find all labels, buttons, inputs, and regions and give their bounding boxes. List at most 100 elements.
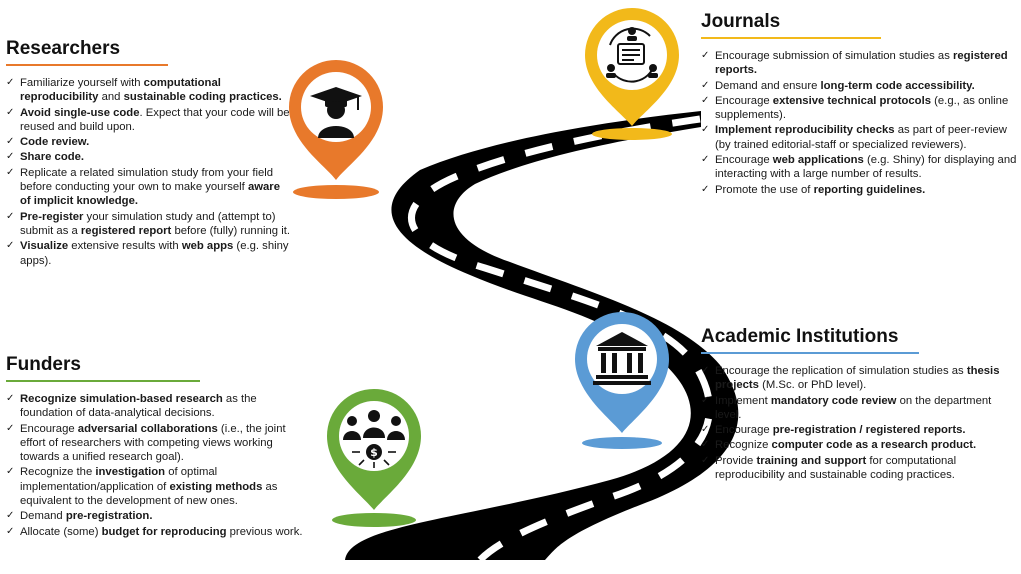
checklist-item: Encourage extensive technical protocols … [701, 94, 1019, 123]
checklist-item: Promote the use of reporting guidelines. [701, 183, 1019, 198]
bold-text: existing methods [169, 480, 263, 493]
bold-text: Recognize simulation-based research [20, 393, 223, 405]
bold-text: Pre-register [20, 210, 84, 223]
group-dollar-icon [343, 410, 405, 460]
item-text: Demand [20, 510, 66, 523]
item-text: and [98, 91, 124, 104]
item-text: (e.g. Shiny) for displaying and interact… [715, 154, 1017, 181]
checklist-item: Encourage submission of simulation studi… [701, 49, 1019, 78]
bold-text: Visualize [20, 240, 69, 253]
bold-text: pre-registration. [65, 510, 153, 523]
checklist-item: Allocate (some) budget for reproducing p… [6, 525, 306, 540]
researchers-title: Researchers [6, 38, 168, 66]
researchers-marker [289, 60, 383, 199]
bold-text: computer code as a research product. [771, 439, 977, 452]
bold-text: web apps [181, 240, 234, 253]
checklist-item: Encourage adversarial collaborations (i.… [6, 422, 306, 465]
item-text: as part of peer-review (by trained edito… [715, 124, 1007, 151]
bold-text: long-term code accessibility. [820, 79, 975, 92]
item-text: extensive results with [68, 240, 182, 253]
graduate-cap-person-icon [310, 87, 362, 138]
funders-marker-shadow [332, 513, 416, 527]
checklist-item: Avoid single-use code. Expect that your … [6, 106, 291, 135]
journals-panel: Journals Encourage submission of simulat… [701, 11, 1019, 198]
bold-text: pre-registration / registered reports. [772, 424, 966, 437]
bold-text: training and support [756, 454, 867, 467]
item-text: before (fully) running it. [171, 224, 290, 237]
bold-text: registered reports. [715, 50, 1008, 77]
funders-list: Recognize simulation-based research as t… [6, 392, 306, 539]
item-text: Encourage [20, 422, 78, 435]
journals-title: Journals [701, 11, 881, 39]
checklist-item: Recognize computer code as a research pr… [701, 438, 1017, 453]
item-text: Encourage the replication of simulation … [715, 365, 967, 377]
academic-marker [575, 312, 669, 449]
item-text: (i.e., the joint effort of researchers w… [20, 422, 286, 464]
bold-text: reporting guidelines. [813, 183, 926, 196]
item-text: (e.g. shiny apps). [20, 240, 289, 267]
researchers-list: Familiarize yourself with computational … [6, 76, 291, 268]
institution-building-icon [593, 332, 651, 385]
journals-marker-shadow [592, 128, 672, 140]
checklist-item: Demand pre-registration. [6, 509, 306, 524]
checklist-item: Demand and ensure long-term code accessi… [701, 79, 1019, 94]
academic-title: Academic Institutions [701, 326, 919, 354]
item-text: of optimal implementation/application of [20, 466, 218, 493]
bold-text: computational reproducibility [20, 77, 221, 104]
bold-text: adversarial collaborations [77, 422, 218, 435]
item-text: . Expect that your code will be reused a… [20, 106, 290, 133]
item-text: previous work. [226, 525, 303, 538]
checklist-item: Recognize the investigation of optimal i… [6, 465, 306, 508]
item-text: (e.g., as online supplements). [715, 94, 1009, 122]
checklist-item: Replicate a related simulation study fro… [6, 166, 291, 209]
checklist-item: Provide training and support for computa… [701, 454, 1017, 483]
checklist-item: Visualize extensive results with web app… [6, 239, 291, 268]
bold-text: Avoid single-use code [20, 106, 140, 119]
checklist-item: Familiarize yourself with computational … [6, 76, 291, 105]
bold-text: Implement reproducibility checks [715, 124, 895, 137]
item-text: Demand and ensure [715, 79, 821, 92]
item-text: Promote the use of [715, 183, 814, 196]
checklist-item: Encourage web applications (e.g. Shiny) … [701, 153, 1019, 182]
bold-text: thesis projects [715, 365, 1000, 392]
item-text: as equivalent to the development of new … [20, 480, 278, 508]
item-text: Recognize the [20, 466, 96, 479]
item-text: Familiarize yourself with [20, 77, 144, 89]
funders-panel: Funders Recognize simulation-based resea… [6, 354, 306, 540]
checklist-item: Code review. [6, 135, 291, 150]
bold-text: aware of implicit knowledge. [20, 181, 280, 208]
item-text: for computational reproducibility and su… [715, 454, 957, 482]
bold-text: sustainable coding practices. [123, 91, 282, 104]
checklist-item: Encourage the replication of simulation … [701, 364, 1017, 393]
checklist-item: Implement mandatory code review on the d… [701, 394, 1017, 423]
bold-text: Code review. [20, 136, 90, 149]
academic-list: Encourage the replication of simulation … [701, 364, 1017, 482]
academic-panel: Academic Institutions Encourage the repl… [701, 326, 1017, 483]
bold-text: budget for reproducing [101, 525, 227, 538]
item-text: Encourage submission of simulation studi… [715, 50, 953, 62]
funders-title: Funders [6, 354, 200, 382]
bold-text: mandatory code review [770, 394, 897, 407]
item-text: Implement [715, 394, 771, 407]
item-text: your simulation study and (attempt to) s… [20, 210, 276, 237]
svg-text:$: $ [370, 446, 378, 459]
researchers-marker-shadow [293, 185, 379, 199]
funders-marker: $ [327, 388, 422, 527]
checklist-item: Pre-register your simulation study and (… [6, 210, 291, 239]
bold-text: registered report [80, 224, 172, 237]
journals-list: Encourage submission of simulation studi… [701, 49, 1019, 197]
academic-marker-shadow [582, 437, 662, 449]
lane-markings [408, 115, 713, 563]
item-text: Recognize [715, 439, 772, 452]
item-text: on the department level. [715, 394, 992, 421]
item-text: as the foundation of data-analytical dec… [20, 393, 257, 420]
journals-marker [585, 8, 679, 140]
bold-text: investigation [95, 466, 166, 479]
item-text: (M.Sc. or PhD level). [758, 379, 867, 392]
bold-text: web applications [772, 154, 864, 167]
checklist-item: Recognize simulation-based research as t… [6, 392, 306, 421]
bold-text: extensive technical protocols [772, 94, 931, 107]
checklist-item: Implement reproducibility checks as part… [701, 123, 1019, 152]
checklist-item: Share code. [6, 150, 291, 165]
